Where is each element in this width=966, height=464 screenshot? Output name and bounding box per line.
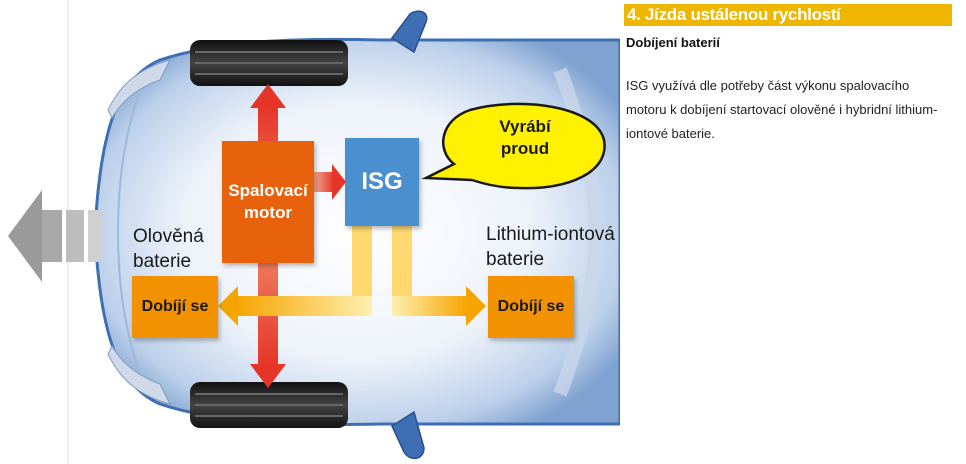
lead-battery-line2: baterie bbox=[133, 251, 192, 272]
charge-left-label: Dobíjí se bbox=[141, 298, 209, 315]
bubble-line2: proud bbox=[500, 139, 550, 158]
headlight-bottom bbox=[107, 344, 171, 405]
tire-bottom-tread bbox=[195, 393, 343, 417]
lithium-battery-charging-box: Dobíjí se bbox=[488, 276, 574, 338]
section-title: 4. Jízda ustálenou rychlostí bbox=[627, 5, 841, 24]
tire-top-tread bbox=[195, 51, 343, 75]
direction-arrow-icon bbox=[8, 190, 102, 282]
lithium-battery-line1: Lithium-iontová bbox=[486, 224, 615, 245]
mirror-top bbox=[390, 10, 428, 54]
section-header-bar: 4. Jízda ustálenou rychlostí bbox=[624, 4, 952, 26]
lead-battery-line1: Olověná bbox=[133, 226, 204, 247]
isg-box: ISG bbox=[345, 138, 419, 226]
red-engine-to-isg-arrow-icon bbox=[312, 164, 346, 200]
yellow-charge-arrows-icon bbox=[218, 226, 486, 326]
engine-label-line1: Spalovací bbox=[228, 181, 308, 200]
description-panel: 4. Jízda ustálenou rychlostí Dobíjení ba… bbox=[620, 0, 966, 464]
lithium-battery-label: Lithium-iontová baterie bbox=[486, 222, 615, 272]
section-body-text: ISG využívá dle potřeby část výkonu spal… bbox=[626, 78, 938, 141]
mirror-bottom bbox=[391, 410, 425, 460]
bubble-line1: Vyrábí bbox=[499, 117, 551, 136]
combustion-engine-box: Spalovací motor bbox=[222, 141, 314, 263]
lithium-battery-line2: baterie bbox=[486, 249, 545, 270]
isg-label: ISG bbox=[361, 168, 403, 195]
lead-battery-charging-box: Dobíjí se bbox=[132, 276, 218, 338]
charge-right-label: Dobíjí se bbox=[497, 298, 565, 315]
hybrid-car-diagram: Spalovací motor ISG Vyrábí proud Olověná… bbox=[8, 0, 620, 464]
headlight-top bbox=[107, 59, 171, 120]
bubble-text: Vyrábí proud bbox=[482, 116, 568, 160]
lead-battery-label: Olověná baterie bbox=[133, 224, 204, 274]
speech-bubble bbox=[421, 102, 606, 190]
engine-label-line2: motor bbox=[243, 203, 293, 222]
section-subtitle: Dobíjení baterií bbox=[626, 35, 720, 50]
hood-line bbox=[116, 91, 141, 373]
